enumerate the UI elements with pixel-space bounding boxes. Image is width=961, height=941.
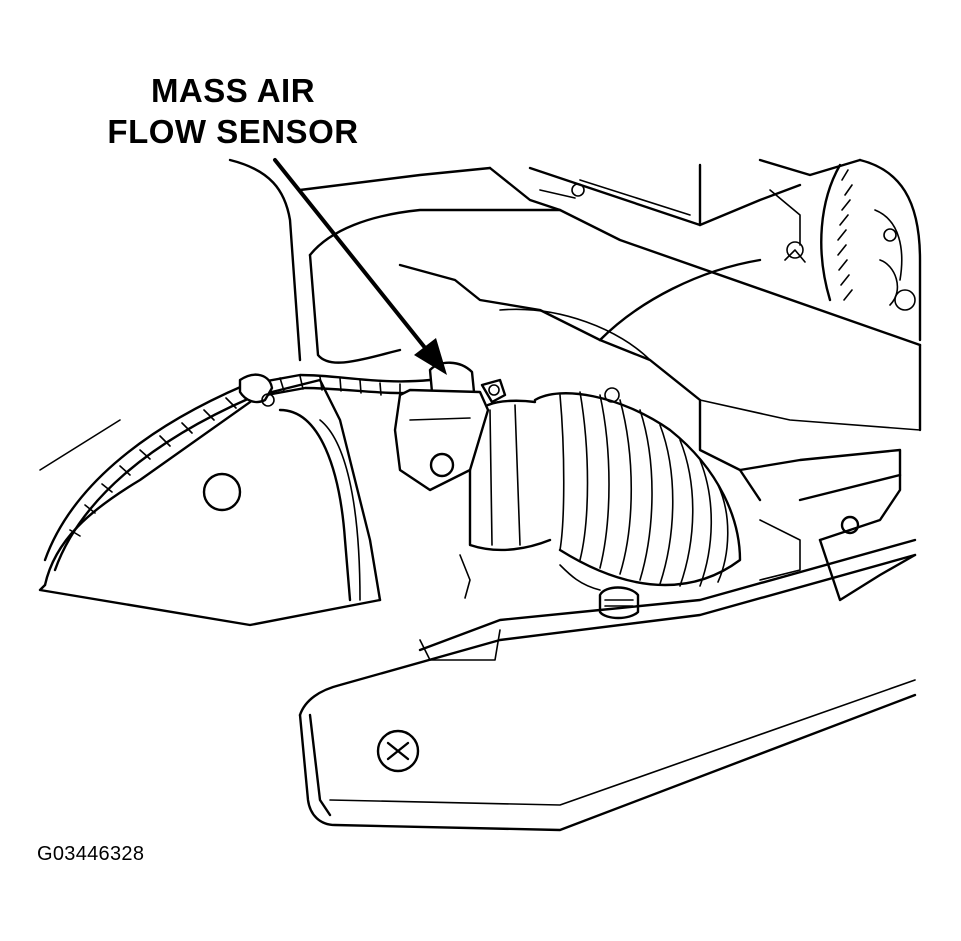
bellows-hose	[533, 387, 742, 587]
air-cleaner-housing	[38, 378, 382, 627]
figure-id: G03446328	[37, 843, 145, 865]
callout-label-line1: MASS AIR	[150, 72, 316, 109]
lower-right-bracket	[738, 448, 917, 602]
callout-label-line2: FLOW SENSOR	[107, 113, 359, 150]
arrowhead	[414, 338, 447, 375]
shroud-panel	[298, 538, 917, 832]
hose-fitting	[559, 564, 640, 620]
maf-tube	[468, 399, 552, 552]
callout-arrow	[273, 158, 447, 375]
upper-engine-structure	[228, 158, 922, 362]
wiring-harness	[43, 373, 432, 572]
intake-duct-upper	[308, 208, 922, 502]
